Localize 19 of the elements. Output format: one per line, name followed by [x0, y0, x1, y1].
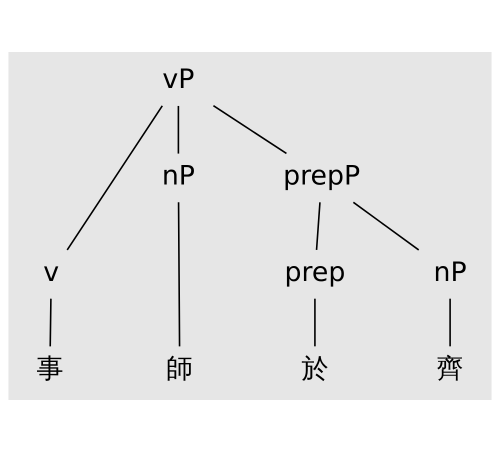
connector: [316, 202, 321, 250]
node-text: vP: [162, 64, 194, 95]
node-text: prep: [284, 256, 346, 288]
connector: [66, 104, 163, 250]
node-text: nP: [162, 160, 195, 192]
connector: [213, 104, 287, 154]
connector: [178, 202, 180, 346]
node-text: nP: [434, 256, 467, 288]
node-text: 齊: [436, 352, 464, 384]
connector: [449, 298, 451, 346]
connector: [49, 298, 52, 346]
connector: [178, 105, 180, 154]
node-text: 事: [36, 352, 64, 384]
connector: [314, 298, 316, 346]
node-text: prepP: [283, 160, 360, 192]
node-text: v: [43, 256, 60, 288]
node-text: 於: [301, 352, 328, 384]
node-text: 師: [166, 352, 194, 384]
connector: [352, 201, 420, 250]
